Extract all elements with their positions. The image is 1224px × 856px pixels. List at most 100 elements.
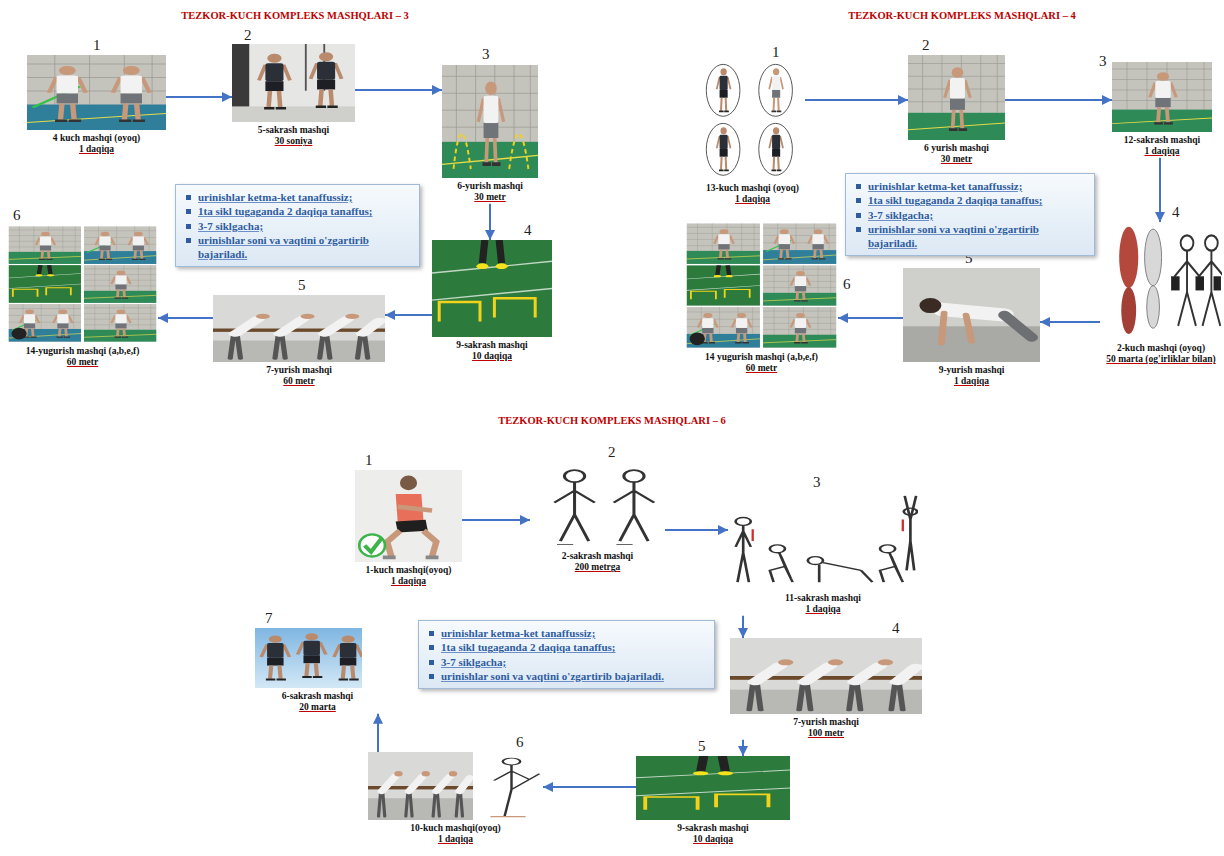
exercise-photo (432, 240, 552, 337)
panel-4-photos (685, 55, 1224, 362)
exercise-card: 47-yurish mashqi100 metr (730, 638, 922, 740)
callout-number: 1 (93, 38, 101, 53)
bullet-square (429, 645, 434, 650)
panel-6-photos (255, 462, 922, 820)
photo-slot (730, 638, 922, 714)
bullet-square (429, 660, 434, 665)
bullet-row: urinishlar soni va vaqtini o'zgartirib b… (854, 222, 1086, 251)
flow-arrow (805, 99, 908, 101)
exercise-caption: 13-kuch mashqi (oyoq) (700, 183, 805, 194)
bullet-square (429, 674, 434, 679)
photo-slot (442, 65, 538, 178)
flow-arrow (1159, 158, 1161, 222)
exercise-caption: 6-yurish mashqi (442, 181, 538, 192)
exercise-caption: 12-sakrash mashqi (1112, 135, 1212, 146)
flow-arrow (665, 529, 728, 531)
exercise-card: 42-kuch mashqi (oyoq)50 marta (og'irlikl… (1100, 222, 1222, 366)
exercise-caption: 2-sakrash mashqi (530, 551, 665, 562)
exercise-photo (27, 55, 166, 130)
exercise-caption: 60 metr (213, 376, 385, 387)
exercise-card: 59-yurish mashqi1 daqiqa (903, 268, 1040, 388)
exercise-card: 49-sakrash mashqi10 daqiqa (432, 240, 552, 363)
exercise-caption: 60 metr (7, 357, 158, 368)
callout-number: 4 (1172, 205, 1180, 220)
photo-slot (232, 44, 355, 122)
exercise-photo (368, 752, 543, 820)
exercise-card: 59-sakrash mashqi10 daqiqa (636, 756, 790, 846)
exercise-caption: 10-kuch mashqi(oyoq) (368, 823, 543, 834)
photo-slot (530, 462, 665, 548)
exercise-caption: 30 metr (442, 192, 538, 203)
flow-arrow (489, 204, 491, 240)
instruction-text: 3-7 siklgacha; (868, 208, 933, 222)
exercise-card: 614-yugurish mashqi (a,b,e,f)60 metr (7, 225, 158, 369)
callout-number: 3 (482, 47, 490, 62)
exercise-photo (232, 44, 355, 122)
bullet-row: urinishlar ketma-ket tanaffussiz; (427, 626, 706, 640)
exercise-caption: 9-yurish mashqi (903, 365, 1040, 376)
callout-number: 6 (516, 735, 524, 750)
exercise-photo (700, 62, 805, 180)
photo-slot (728, 492, 918, 590)
instruction-text: urinishlar soni va vaqtini o'zgartirib b… (198, 233, 411, 262)
exercise-caption: 9-sakrash mashqi (432, 340, 552, 351)
exercise-card: 312-sakrash mashqi1 daqiqa (1112, 62, 1212, 158)
exercise-card: 14 kuch mashqi (oyoq)1 daqiqa (27, 55, 166, 156)
flow-arrow (742, 616, 744, 638)
panel-title: TEZKOR-KUCH KOMPLEKS MASHQLARI – 4 (762, 10, 1162, 23)
instruction-text: 3-7 siklgacha; (198, 219, 263, 233)
photo-slot (7, 225, 158, 343)
exercise-card: 76-sakrash mashqi20 marta (250, 628, 385, 714)
flow-arrow (355, 89, 442, 91)
bullet-square (186, 209, 191, 214)
exercise-caption: 14-yugurish mashqi (a,b,e,f) (7, 346, 158, 357)
flow-arrow (377, 714, 379, 752)
photo-slot (250, 628, 385, 688)
callout-number: 5 (298, 278, 306, 293)
instruction-text: 3-7 siklgacha; (441, 655, 506, 669)
exercise-caption: 10 daqiqa (636, 834, 790, 845)
exercise-caption: 6-sakrash mashqi (250, 691, 385, 702)
photo-slot (700, 62, 805, 180)
callout-number: 3 (1099, 54, 1107, 69)
exercise-photo (908, 55, 1005, 140)
exercise-caption: 14 yugurish mashqi (a,b,e,f) (685, 352, 838, 363)
flow-arrow (543, 786, 636, 788)
bullet-square (186, 238, 191, 243)
exercise-caption: 7-yurish mashqi (213, 365, 385, 376)
instruction-text: urinishlar ketma-ket tanaffussiz; (868, 179, 1022, 193)
photo-slot (685, 222, 838, 349)
exercise-caption: 4 kuch mashqi (oyoq) (27, 133, 166, 144)
exercise-card: 11-kuch mashqi(oyoq)1 daqiqa (355, 470, 462, 588)
exercise-caption: 30 soniya (232, 136, 355, 147)
exercise-card: 57-yurish mashqi60 metr (213, 295, 385, 388)
exercise-photo (685, 222, 838, 349)
flow-arrow (742, 740, 744, 756)
panel-3-photos (7, 44, 552, 362)
bullet-row: urinishlar soni va vaqtini o'zgartirib b… (184, 233, 411, 262)
exercise-photo (255, 628, 362, 688)
callout-number: 4 (524, 223, 532, 238)
exercise-caption: 1 daqiqa (355, 576, 462, 587)
photo-slot (908, 55, 1005, 140)
exercise-caption: 6 yurish mashqi (908, 143, 1005, 154)
instruction-box: urinishlar ketma-ket tanaffussiz;1ta sik… (175, 184, 420, 267)
bullet-square (186, 195, 191, 200)
photo-slot (368, 752, 543, 820)
exercise-caption: 200 metrga (530, 562, 665, 573)
bullet-row: urinishlar ketma-ket tanaffussiz; (184, 190, 411, 204)
photo-slot (903, 268, 1040, 362)
flow-arrow (1040, 321, 1100, 323)
instruction-text: urinishlar soni va vaqtini o'zgartirib b… (868, 222, 1086, 251)
exercise-card: 25-sakrash mashqi30 soniya (232, 44, 355, 148)
instruction-box: urinishlar ketma-ket tanaffussiz;1ta sik… (845, 173, 1095, 256)
bullet-row: 1ta sikl tugaganda 2 daqiqa tanaffus; (427, 640, 706, 654)
instruction-text: urinishlar ketma-ket tanaffussiz; (441, 626, 595, 640)
exercise-photo (1116, 222, 1224, 340)
exercise-caption: 50 marta (og'irliklar bilan) (1100, 354, 1222, 365)
flow-arrow (1005, 99, 1112, 101)
photo-slot (213, 295, 385, 362)
exercise-photo (442, 65, 538, 178)
